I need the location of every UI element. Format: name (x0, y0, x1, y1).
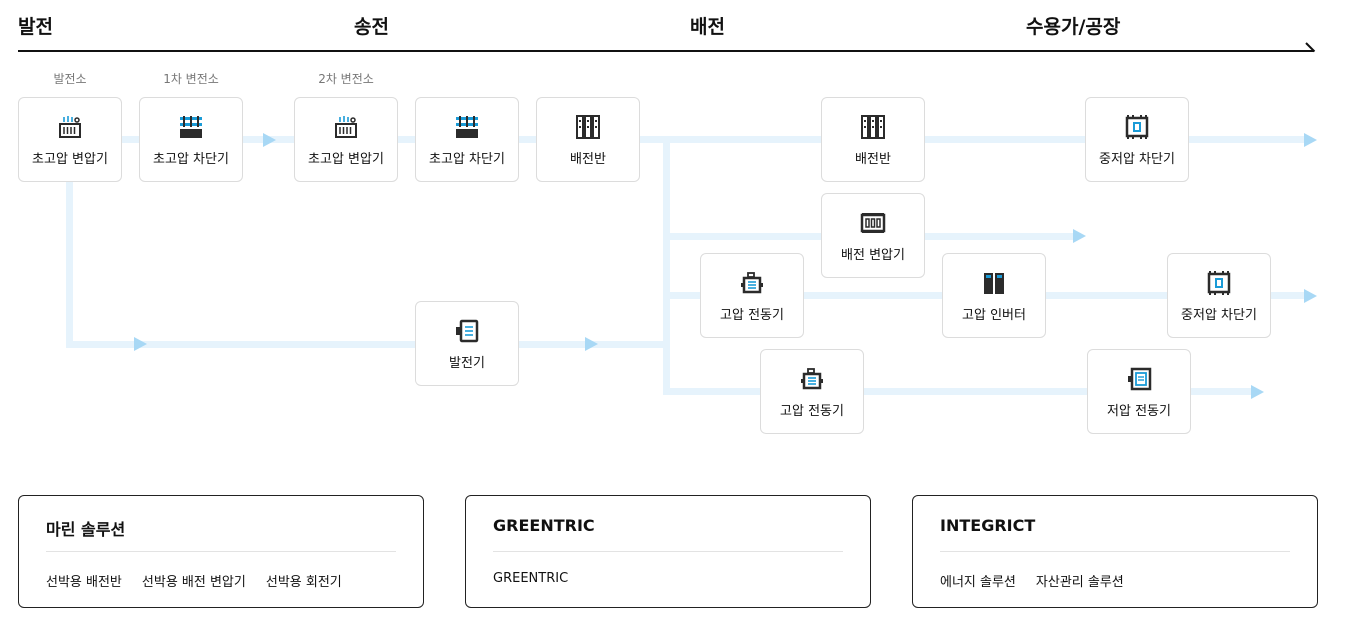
transformer-icon (333, 114, 359, 140)
flow-arrow (263, 133, 276, 147)
node-label: 초고압 변압기 (308, 152, 384, 167)
node-high-voltage-motor-2[interactable]: 고압 전동기 (760, 349, 864, 434)
card-integrict: INTEGRICT 에너지 솔루션 자산관리 솔루션 (912, 495, 1318, 608)
node-label: 배전반 (570, 152, 606, 167)
card-title: 마린 솔루션 (46, 520, 126, 539)
stage-label-consumer: 수용가/공장 (1026, 16, 1121, 38)
card-divider (940, 551, 1290, 552)
switchboard-icon (575, 114, 601, 140)
distribution-transformer-icon (860, 210, 886, 236)
node-distribution-transformer[interactable]: 배전 변압기 (821, 193, 925, 278)
node-label: 배전 변압기 (841, 248, 905, 263)
low-voltage-motor-icon (1126, 366, 1152, 392)
flow-arrow (1304, 133, 1317, 147)
breaker-icon (178, 114, 204, 140)
node-high-voltage-inverter[interactable]: 고압 인버터 (942, 253, 1046, 338)
sub-label-primary-substation: 1차 변전소 (163, 72, 219, 86)
stage-label-transmission: 송전 (354, 16, 389, 38)
card-divider (493, 551, 843, 552)
transformer-icon (57, 114, 83, 140)
card-greentric: GREENTRIC GREENTRIC (465, 495, 871, 608)
node-label: 저압 전동기 (1107, 404, 1171, 419)
switchboard-icon (860, 114, 886, 140)
node-generator[interactable]: 발전기 (415, 301, 519, 386)
node-high-voltage-motor[interactable]: 고압 전동기 (700, 253, 804, 338)
card-link[interactable]: 선박용 배전 변압기 (141, 575, 246, 590)
node-label: 초고압 변압기 (32, 152, 108, 167)
node-ultra-high-voltage-breaker-2[interactable]: 초고압 차단기 (415, 97, 519, 182)
flow-arrow (134, 337, 147, 351)
flow-line (66, 180, 73, 348)
node-switchboard[interactable]: 배전반 (536, 97, 640, 182)
stage-label-generation: 발전 (18, 16, 53, 38)
node-ultra-high-voltage-transformer[interactable]: 초고압 변압기 (18, 97, 122, 182)
flow-line (663, 388, 1253, 395)
timeline-line (18, 50, 1314, 52)
flow-line (663, 139, 670, 395)
card-link[interactable]: 선박용 회전기 (265, 575, 342, 590)
card-link[interactable]: GREENTRIC (493, 571, 569, 586)
node-label: 초고압 차단기 (429, 152, 505, 167)
node-switchboard-2[interactable]: 배전반 (821, 97, 925, 182)
flow-arrow (1073, 229, 1086, 243)
node-label: 배전반 (855, 152, 891, 167)
node-label: 고압 전동기 (780, 404, 844, 419)
motor-icon (739, 270, 765, 296)
flow-line (66, 341, 670, 348)
card-link[interactable]: 선박용 배전반 (46, 575, 122, 590)
flow-line (66, 136, 1306, 143)
sub-label-power-plant: 발전소 (53, 72, 87, 86)
node-label: 초고압 차단기 (153, 152, 229, 167)
generator-icon (454, 318, 480, 344)
sub-label-secondary-substation: 2차 변전소 (318, 72, 374, 86)
stage-label-distribution: 배전 (690, 16, 725, 38)
card-title: INTEGRICT (940, 516, 1036, 535)
motor-icon (799, 366, 825, 392)
node-label: 고압 전동기 (720, 308, 784, 323)
card-link[interactable]: 에너지 솔루션 (940, 575, 1016, 590)
breaker-icon (454, 114, 480, 140)
node-label: 발전기 (449, 356, 485, 371)
card-marine-solution: 마린 솔루션 선박용 배전반 선박용 배전 변압기 선박용 회전기 (18, 495, 424, 608)
flow-arrow (1251, 385, 1264, 399)
card-title: GREENTRIC (493, 516, 595, 535)
node-label: 고압 인버터 (962, 308, 1026, 323)
card-divider (46, 551, 396, 552)
flow-arrow (1304, 289, 1317, 303)
node-low-voltage-motor[interactable]: 저압 전동기 (1087, 349, 1191, 434)
node-ultra-high-voltage-breaker[interactable]: 초고압 차단기 (139, 97, 243, 182)
node-label: 중저압 차단기 (1099, 152, 1175, 167)
node-low-voltage-breaker[interactable]: 중저압 차단기 (1085, 97, 1189, 182)
node-low-voltage-breaker-2[interactable]: 중저압 차단기 (1167, 253, 1271, 338)
node-label: 중저압 차단기 (1181, 308, 1257, 323)
flow-arrow (585, 337, 598, 351)
inverter-icon (981, 270, 1007, 296)
node-ultra-high-voltage-transformer-2[interactable]: 초고압 변압기 (294, 97, 398, 182)
low-voltage-breaker-icon (1206, 270, 1232, 296)
low-voltage-breaker-icon (1124, 114, 1150, 140)
card-link[interactable]: 자산관리 솔루션 (1035, 575, 1124, 590)
